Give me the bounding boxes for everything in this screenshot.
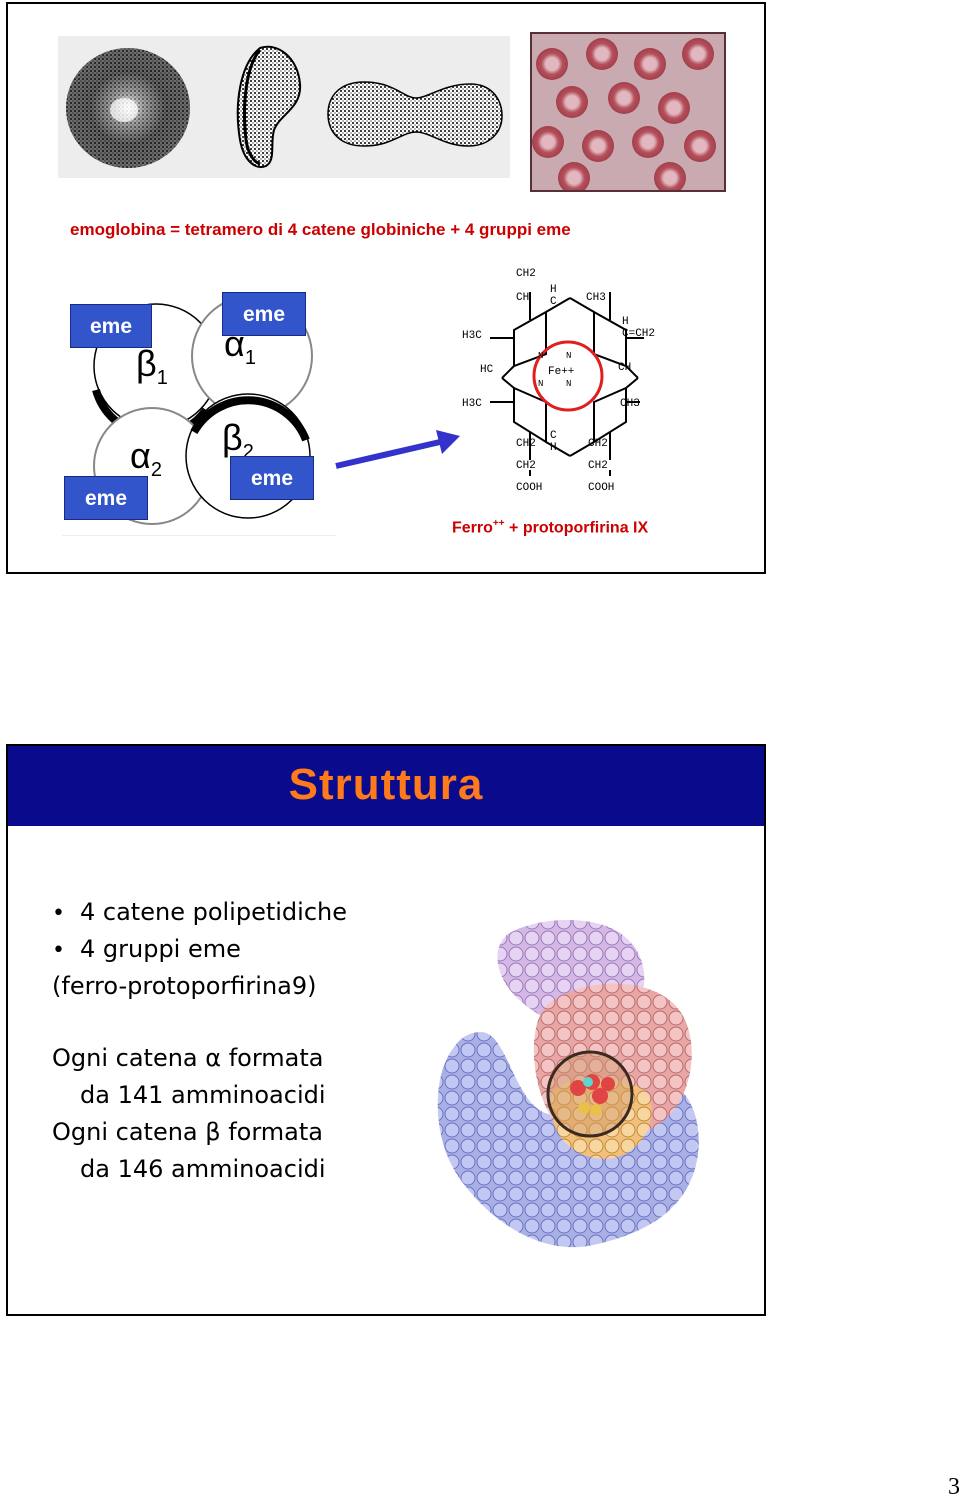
svg-text:CH3: CH3: [586, 292, 606, 304]
side-view-cell-illustration: [236, 45, 302, 168]
hemoglobin-tetramer-diagram: β1 α1 α2 β2 eme eme eme eme: [56, 290, 346, 536]
eme-label-beta1: eme: [70, 304, 152, 348]
svg-text:COOH: COOH: [588, 482, 614, 494]
svg-text:N: N: [566, 351, 571, 361]
svg-text:HC: HC: [480, 364, 494, 376]
beta1-symbol: β1: [136, 343, 168, 389]
svg-text:CH3: CH3: [620, 398, 640, 410]
bullet-item: •4 catene polipetidiche: [52, 898, 347, 926]
title-bar: Struttura: [8, 746, 764, 826]
bullet-item: •4 gruppi eme: [52, 935, 241, 964]
svg-text:CH2: CH2: [516, 460, 536, 472]
beta2-symbol: β2: [222, 417, 254, 463]
slide-body-text: •4 catene polipetidiche •4 gruppi eme (f…: [52, 894, 432, 1188]
alpha-chain-count: da 141 amminoacidi: [80, 1080, 326, 1109]
svg-text:H: H: [550, 284, 557, 296]
svg-text:CH2: CH2: [516, 438, 536, 450]
discocyte-illustration: [66, 48, 190, 168]
svg-text:Fe++: Fe++: [548, 366, 574, 378]
emoglobina-definition: emoglobina = tetramero di 4 catene globi…: [70, 220, 571, 239]
beta-chain-count: da 146 amminoacidi: [80, 1155, 326, 1184]
slide-title: Struttura: [288, 760, 484, 809]
svg-text:N: N: [538, 351, 543, 361]
svg-text:H3C: H3C: [462, 330, 482, 342]
alpha-chain-text: Ogni catena α formata: [52, 1043, 324, 1072]
heme-structure-diagram: CH2 CH H C CH3 H3C HC H3C H C=CH2 CH CH3…: [462, 268, 655, 494]
eme-label-alpha2: eme: [64, 476, 148, 520]
eme-label-alpha1: eme: [222, 292, 306, 336]
bullet-continuation: (ferro-protoporfirina9): [52, 972, 317, 1001]
svg-text:H3C: H3C: [462, 398, 482, 410]
hemoglobin-protein-illustration: [437, 920, 699, 1248]
svg-text:CH: CH: [618, 362, 631, 374]
iron-center-highlight: [532, 340, 604, 412]
arrow-to-heme-icon: [335, 430, 460, 469]
svg-text:CH2: CH2: [588, 438, 608, 450]
elongated-cell-illustration: [327, 81, 503, 147]
svg-text:CH2: CH2: [588, 460, 608, 472]
svg-text:CH2: CH2: [516, 268, 536, 280]
slide-emoglobina: emoglobina = tetramero di 4 catene globi…: [6, 2, 766, 574]
svg-text:H: H: [550, 442, 557, 454]
beta-chain-text: Ogni catena β formata: [52, 1117, 323, 1146]
svg-text:C: C: [550, 296, 557, 308]
svg-text:N: N: [538, 379, 543, 389]
svg-text:C: C: [550, 430, 557, 442]
page-number: 3: [948, 1474, 960, 1500]
svg-text:H: H: [622, 316, 629, 328]
alpha2-symbol: α2: [130, 435, 162, 481]
slide-struttura: Struttura •4 catene polipetidiche •4 gru…: [6, 744, 766, 1316]
eme-label-beta2: eme: [230, 456, 314, 500]
svg-text:C=CH2: C=CH2: [622, 328, 655, 340]
svg-text:CH: CH: [516, 292, 529, 304]
svg-text:N: N: [566, 379, 571, 389]
ferro-protoporfirina-caption: Ferro++ + protoporfirina IX: [452, 518, 649, 537]
red-cell-shapes-panel: [58, 36, 510, 178]
blood-smear-micrograph: [530, 32, 726, 192]
svg-text:COOH: COOH: [516, 482, 542, 494]
